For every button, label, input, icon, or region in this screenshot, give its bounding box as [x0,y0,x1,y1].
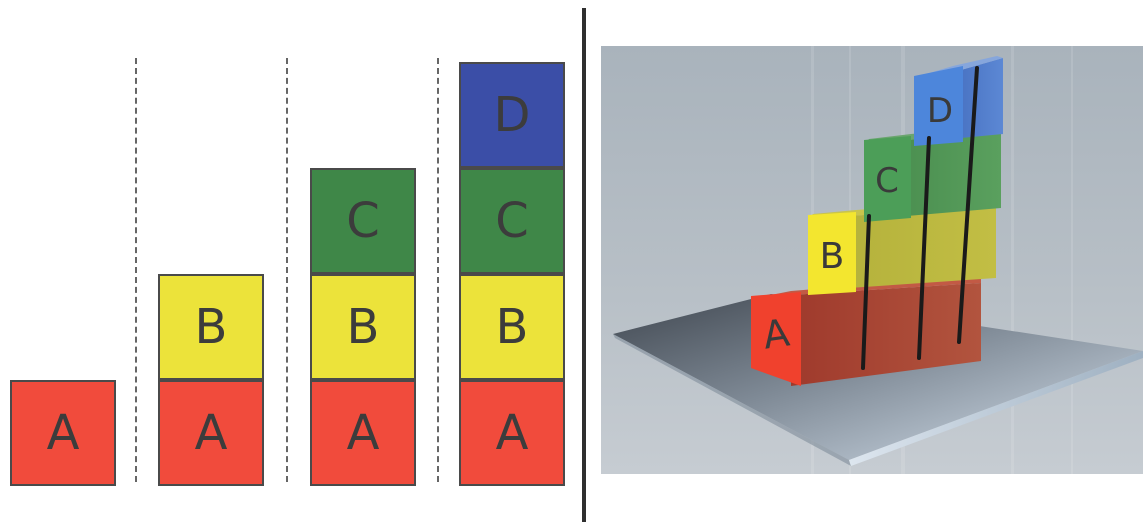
staircase-row-c-side [907,132,1001,216]
block-d-label: D [927,91,953,131]
staircase-block-a-face [751,292,801,386]
staircase-row-d-side [961,58,1003,138]
staircase-block-c-face [864,136,911,222]
block-col3-A: A [310,380,416,486]
block-col4-C: C [459,168,565,274]
column-separator-1 [135,58,137,482]
block-col4-D: D [459,62,565,168]
staircase-block-d-face [914,66,963,146]
floor-edge-right [849,351,1143,466]
block-a-label: A [760,311,792,358]
block-b-label: B [820,236,845,277]
staircase-divider-rods [861,66,979,370]
block-col1-A: A [10,380,116,486]
3d-staircase-render: A B C D [601,46,1143,474]
block-col4-A: A [459,380,565,486]
stacked-blocks-diagram: A A B A B C A B C D [10,58,565,486]
block-col4-B: B [459,274,565,380]
staircase-block-b-face [808,212,856,295]
panel-divider [582,8,586,522]
3d-render-svg: A B C D [601,46,1143,474]
block-c-label: C [875,161,899,201]
staircase-row-a-side [791,283,981,386]
block-col3-C: C [310,168,416,274]
block-col2-B: B [158,274,264,380]
block-col2-A: A [158,380,264,486]
floor-plane [613,294,1143,460]
column-separator-2 [286,58,288,482]
column-separator-3 [437,58,439,482]
floor-edge [613,334,851,466]
block-col3-B: B [310,274,416,380]
